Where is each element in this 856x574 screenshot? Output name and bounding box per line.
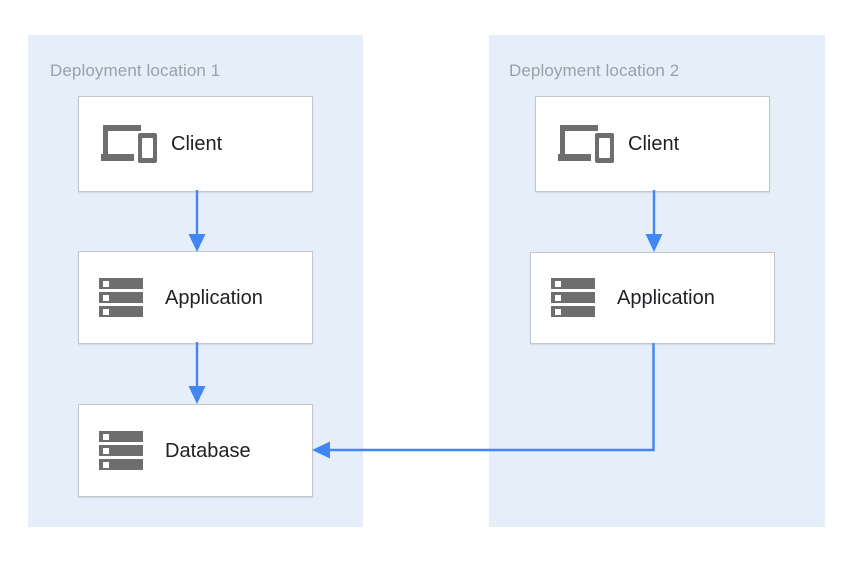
node-client-1-label: Client: [171, 133, 223, 155]
node-client-2[interactable]: Client: [535, 96, 770, 192]
deployment-zone-1-label: Deployment location 1: [50, 61, 221, 80]
deployment-zone-2-label: Deployment location 2: [509, 61, 680, 80]
node-client-1[interactable]: Client: [78, 96, 313, 192]
client-devices-icon: [97, 121, 159, 167]
node-database-1[interactable]: Database: [78, 404, 313, 497]
connector-application2-to-database1: [310, 341, 660, 459]
client-devices-icon: [554, 121, 616, 167]
connector-application1-to-database1: [186, 342, 208, 406]
node-database-1-label: Database: [165, 439, 251, 462]
node-application-1[interactable]: Application: [78, 251, 313, 344]
connector-client1-to-application1: [186, 190, 208, 254]
node-client-2-label: Client: [628, 133, 680, 155]
connector-client2-to-application2: [643, 190, 665, 254]
server-icon: [549, 275, 601, 321]
node-application-2[interactable]: Application: [530, 252, 775, 344]
node-application-1-label: Application: [165, 286, 263, 309]
server-icon: [97, 275, 149, 321]
node-application-2-label: Application: [617, 287, 715, 309]
server-icon: [97, 428, 149, 474]
